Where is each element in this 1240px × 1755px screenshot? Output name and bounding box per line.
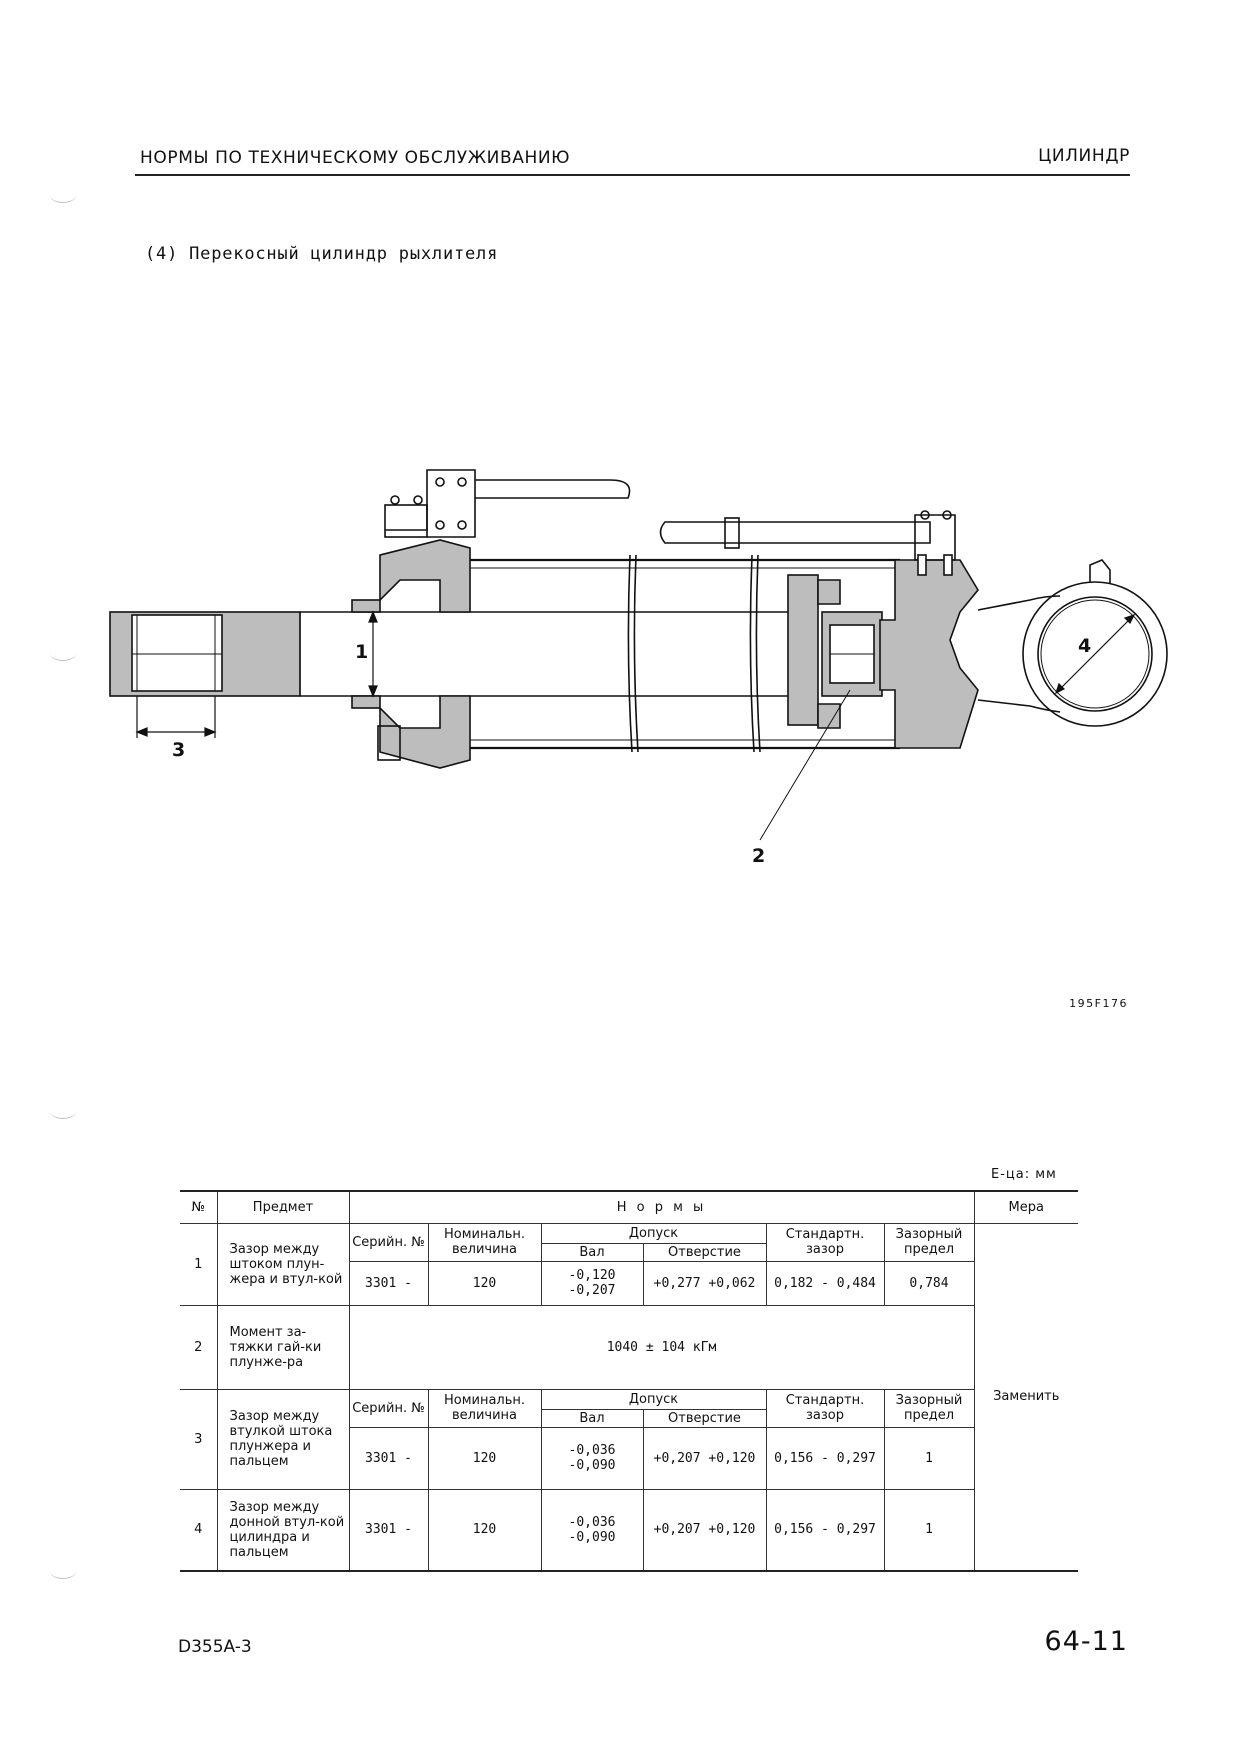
nominal-label: Номинальн. величина: [427, 1389, 541, 1427]
row-1-nominal: 120: [427, 1260, 541, 1306]
shaft-label: Вал: [540, 1243, 643, 1261]
row-1-no: 1: [180, 1223, 217, 1306]
row-1-clearance-limit: 0,784: [883, 1260, 974, 1306]
header-norms: Н о р м ы: [348, 1190, 974, 1224]
callout-3: 3: [172, 739, 185, 761]
cylinder-drawing: 1 2 3 4: [109, 469, 1168, 867]
page-number: 64-11: [1044, 1626, 1128, 1657]
figure-code: 195F176: [1069, 997, 1128, 1010]
hole-label: Отверстие: [642, 1243, 766, 1261]
header-section-title: НОРМЫ ПО ТЕХНИЧЕСКОМУ ОБСЛУЖИВАНИЮ: [140, 148, 571, 168]
row-3-std-clearance: 0,156 - 0,297: [765, 1426, 884, 1490]
std-clearance-label: Стандартн. зазор: [765, 1223, 884, 1261]
row-4-item: Зазор между донной втул-кой цилиндра и п…: [216, 1489, 349, 1572]
callout-1: 1: [355, 641, 368, 663]
row-3-item: Зазор между втулкой штока плунжера и пал…: [216, 1389, 349, 1490]
row-1-std-clearance: 0,182 - 0,484: [765, 1260, 884, 1306]
maintenance-standards-table: № Предмет Н о р м ы Мера 1 Зазор между ш…: [180, 1190, 1078, 1572]
shaft-label: Вал: [540, 1409, 643, 1427]
callout-2: 2: [752, 845, 765, 867]
row-3-no: 3: [180, 1389, 217, 1490]
row-2-item: Момент за-тяжки гай-ки плунже-ра: [216, 1305, 349, 1390]
header-no: №: [180, 1190, 217, 1224]
hole-label: Отверстие: [642, 1409, 766, 1427]
row-2-torque: 1040 ± 104 кГм: [348, 1305, 974, 1390]
std-clearance-label: Стандартн. зазор: [765, 1389, 884, 1427]
section-title: (4) Перекосный цилиндр рыхлителя: [145, 244, 499, 264]
tolerance-label: Допуск: [540, 1223, 766, 1244]
row-4-hole: +0,207 +0,120: [642, 1489, 766, 1572]
row-4-std-clearance: 0,156 - 0,297: [765, 1489, 884, 1572]
header-item: Предмет: [216, 1190, 349, 1224]
serial-label: Серийн. №: [348, 1223, 428, 1261]
row-1-hole: +0,277 +0,062: [642, 1260, 766, 1306]
row-4-no: 4: [180, 1489, 217, 1572]
units-note: Е-ца: мм: [991, 1167, 1057, 1182]
nominal-label: Номинальн. величина: [427, 1223, 541, 1261]
row-4-shaft: -0,036 -0,090: [540, 1489, 643, 1572]
punch-hole-mark: [50, 1564, 76, 1579]
row-1-item: Зазор между штоком плун-жера и втул-кой: [216, 1223, 349, 1306]
tolerance-label: Допуск: [540, 1389, 766, 1410]
punch-hole-mark: [50, 188, 76, 203]
header-rule: [135, 174, 1130, 176]
punch-hole-mark: [50, 1104, 76, 1119]
row-3-nominal: 120: [427, 1426, 541, 1490]
clearance-limit-label: Зазорный предел: [883, 1223, 974, 1261]
footer-model: D355A-3: [178, 1637, 252, 1657]
row-4-serial: 3301 -: [348, 1489, 428, 1572]
row-2-no: 2: [180, 1305, 217, 1390]
row-3-clearance-limit: 1: [883, 1426, 974, 1490]
clearance-limit-label: Зазорный предел: [883, 1389, 974, 1427]
punch-hole-mark: [50, 646, 76, 661]
measure-action: Заменить: [973, 1223, 1078, 1572]
serial-label: Серийн. №: [348, 1389, 428, 1427]
row-4-nominal: 120: [427, 1489, 541, 1572]
row-1-serial: 3301 -: [348, 1260, 428, 1306]
row-3-shaft: -0,036 -0,090: [540, 1426, 643, 1490]
header-chapter-title: ЦИЛИНДР: [1038, 146, 1130, 166]
row-3-hole: +0,207 +0,120: [642, 1426, 766, 1490]
row-3-serial: 3301 -: [348, 1426, 428, 1490]
row-1-shaft: -0,120 -0,207: [540, 1260, 643, 1306]
callout-4: 4: [1078, 635, 1091, 657]
row-4-clearance-limit: 1: [883, 1489, 974, 1572]
header-measure: Мера: [973, 1190, 1078, 1224]
